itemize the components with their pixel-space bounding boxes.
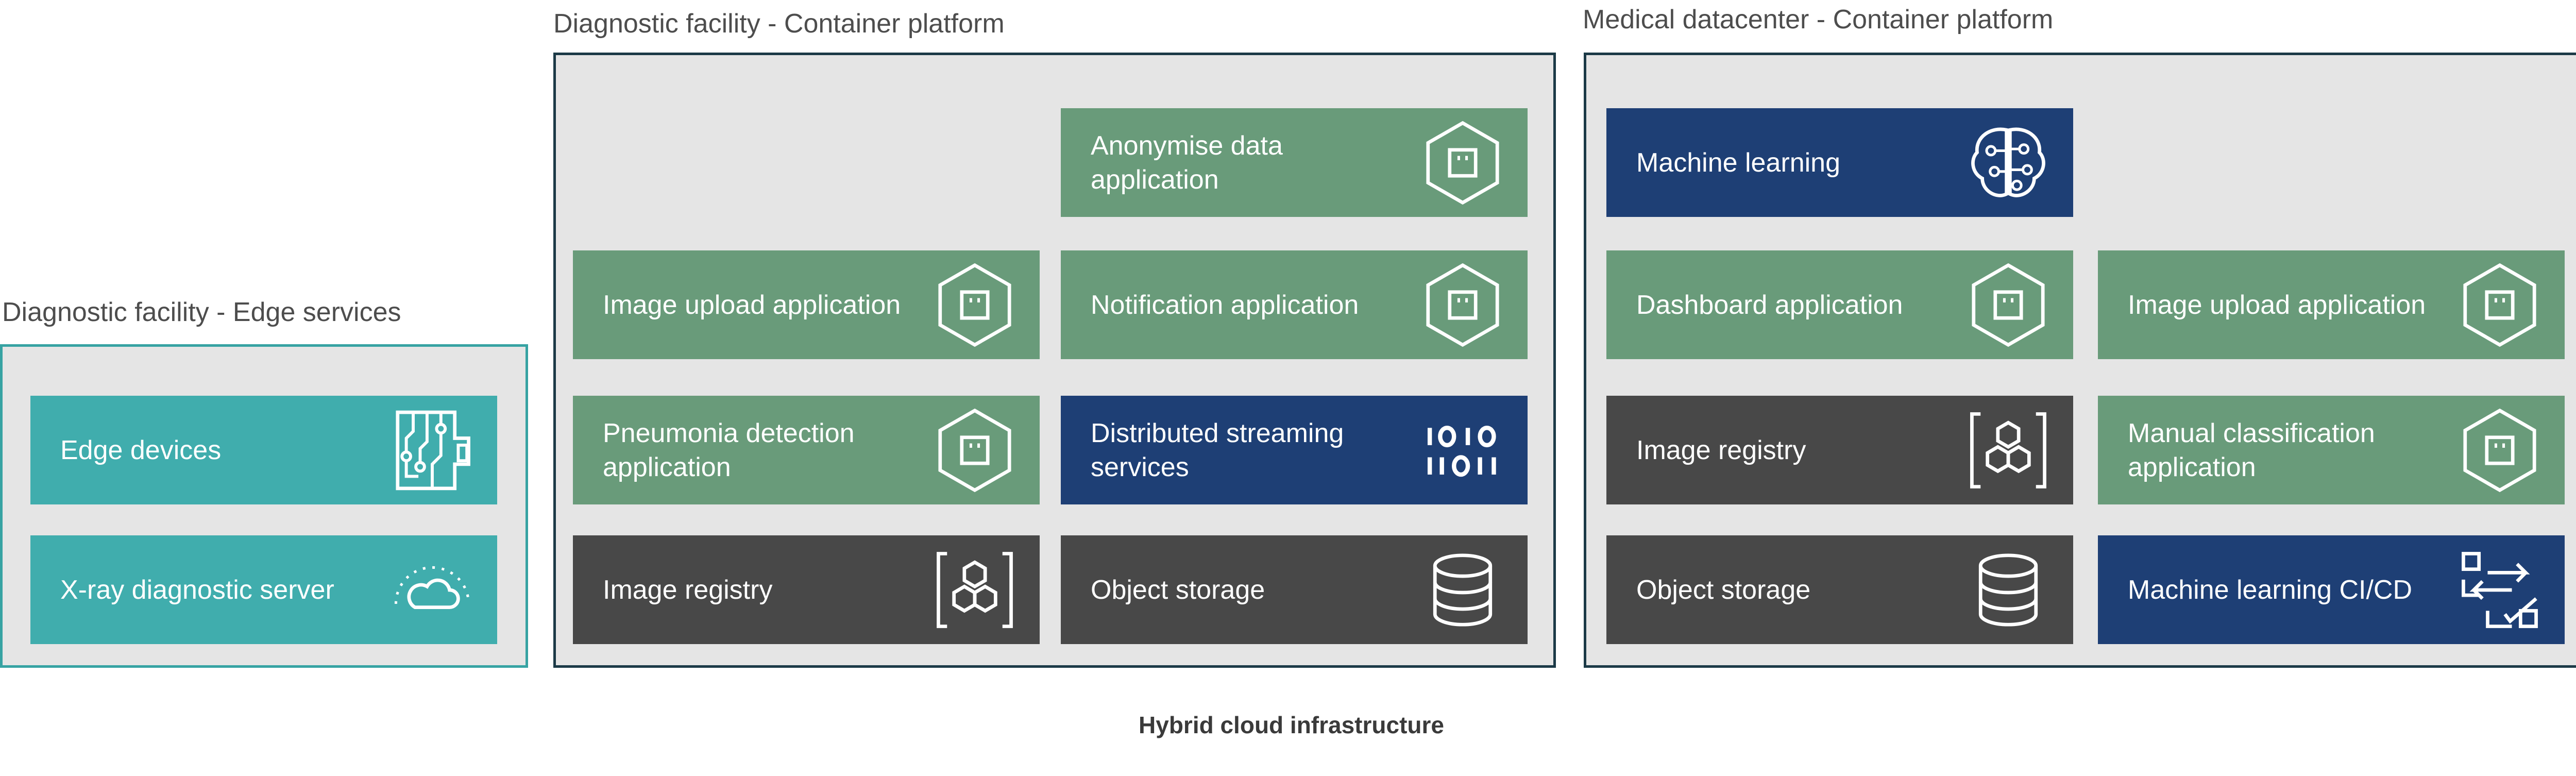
tile-label: Distributed streaming services	[1091, 418, 1344, 482]
tile-label: Image upload application	[2128, 290, 2426, 320]
diagnostic-container-panel: Anonymise data application Image upload …	[553, 53, 1556, 668]
edge-group-title: Diagnostic facility - Edge services	[2, 297, 401, 327]
container-app-icon	[931, 407, 1018, 494]
container-app-icon	[931, 262, 1018, 348]
container-app-icon	[2456, 262, 2543, 348]
container-app-icon	[1419, 262, 1506, 348]
tile-label: Pneumonia detection application	[603, 418, 855, 482]
registry-icon	[1965, 407, 2052, 494]
tile-label: Machine learning	[1636, 147, 1841, 178]
tile-label: Edge devices	[60, 435, 222, 465]
tile-distributed-streaming-services[interactable]: Distributed streaming services	[1061, 396, 1528, 504]
tile-label: Image upload application	[603, 290, 901, 320]
tile-machine-learning[interactable]: Machine learning	[1606, 108, 2073, 217]
tile-pneumonia-detection-application[interactable]: Pneumonia detection application	[573, 396, 1040, 504]
cloud-icon	[389, 547, 476, 633]
container-app-icon	[1965, 262, 2052, 348]
tile-label: Dashboard application	[1636, 290, 1903, 320]
circuit-board-icon	[389, 407, 476, 494]
tile-label: Object storage	[1091, 575, 1265, 605]
brain-icon	[1965, 120, 2052, 206]
tile-notification-application[interactable]: Notification application	[1061, 250, 1528, 359]
tile-image-registry[interactable]: Image registry	[573, 535, 1040, 644]
binary-stream-icon	[1419, 407, 1506, 494]
tile-label: Manual classification application	[2128, 418, 2375, 482]
container-app-icon	[1419, 120, 1506, 206]
tile-manual-classification-application[interactable]: Manual classification application	[2098, 396, 2565, 504]
tile-machine-learning-cicd[interactable]: Machine learning CI/CD	[2098, 535, 2565, 644]
tile-edge-devices[interactable]: Edge devices	[30, 396, 497, 504]
tile-anonymise-data-application[interactable]: Anonymise data application	[1061, 108, 1528, 217]
database-icon	[1965, 547, 2052, 633]
tile-label: Anonymise data application	[1091, 130, 1283, 195]
tile-label: Image registry	[1636, 435, 1806, 465]
tile-image-registry[interactable]: Image registry	[1606, 396, 2073, 504]
tile-label: Object storage	[1636, 575, 1811, 605]
tile-label: Notification application	[1091, 290, 1359, 320]
tile-object-storage[interactable]: Object storage	[1606, 535, 2073, 644]
tile-image-upload-application[interactable]: Image upload application	[573, 250, 1040, 359]
tile-object-storage[interactable]: Object storage	[1061, 535, 1528, 644]
tile-dashboard-application[interactable]: Dashboard application	[1606, 250, 2073, 359]
medical-group-title: Medical datacenter - Container platform	[1583, 5, 2054, 35]
tile-label: X-ray diagnostic server	[60, 575, 334, 605]
diagnostic-group-title: Diagnostic facility - Container platform	[553, 9, 1005, 39]
medical-container-panel: Machine learning Dashboard application I…	[1584, 53, 2576, 668]
edge-services-panel: Edge devices X-ray diagnostic server	[0, 344, 528, 668]
tile-xray-diagnostic-server[interactable]: X-ray diagnostic server	[30, 535, 497, 644]
cicd-icon	[2456, 547, 2543, 633]
tile-image-upload-application[interactable]: Image upload application	[2098, 250, 2565, 359]
container-app-icon	[2456, 407, 2543, 494]
tile-label: Image registry	[603, 575, 773, 605]
tile-label: Machine learning CI/CD	[2128, 575, 2413, 605]
hybrid-cloud-footer-label: Hybrid cloud infrastructure	[1139, 712, 1444, 738]
registry-icon	[931, 547, 1018, 633]
database-icon	[1419, 547, 1506, 633]
